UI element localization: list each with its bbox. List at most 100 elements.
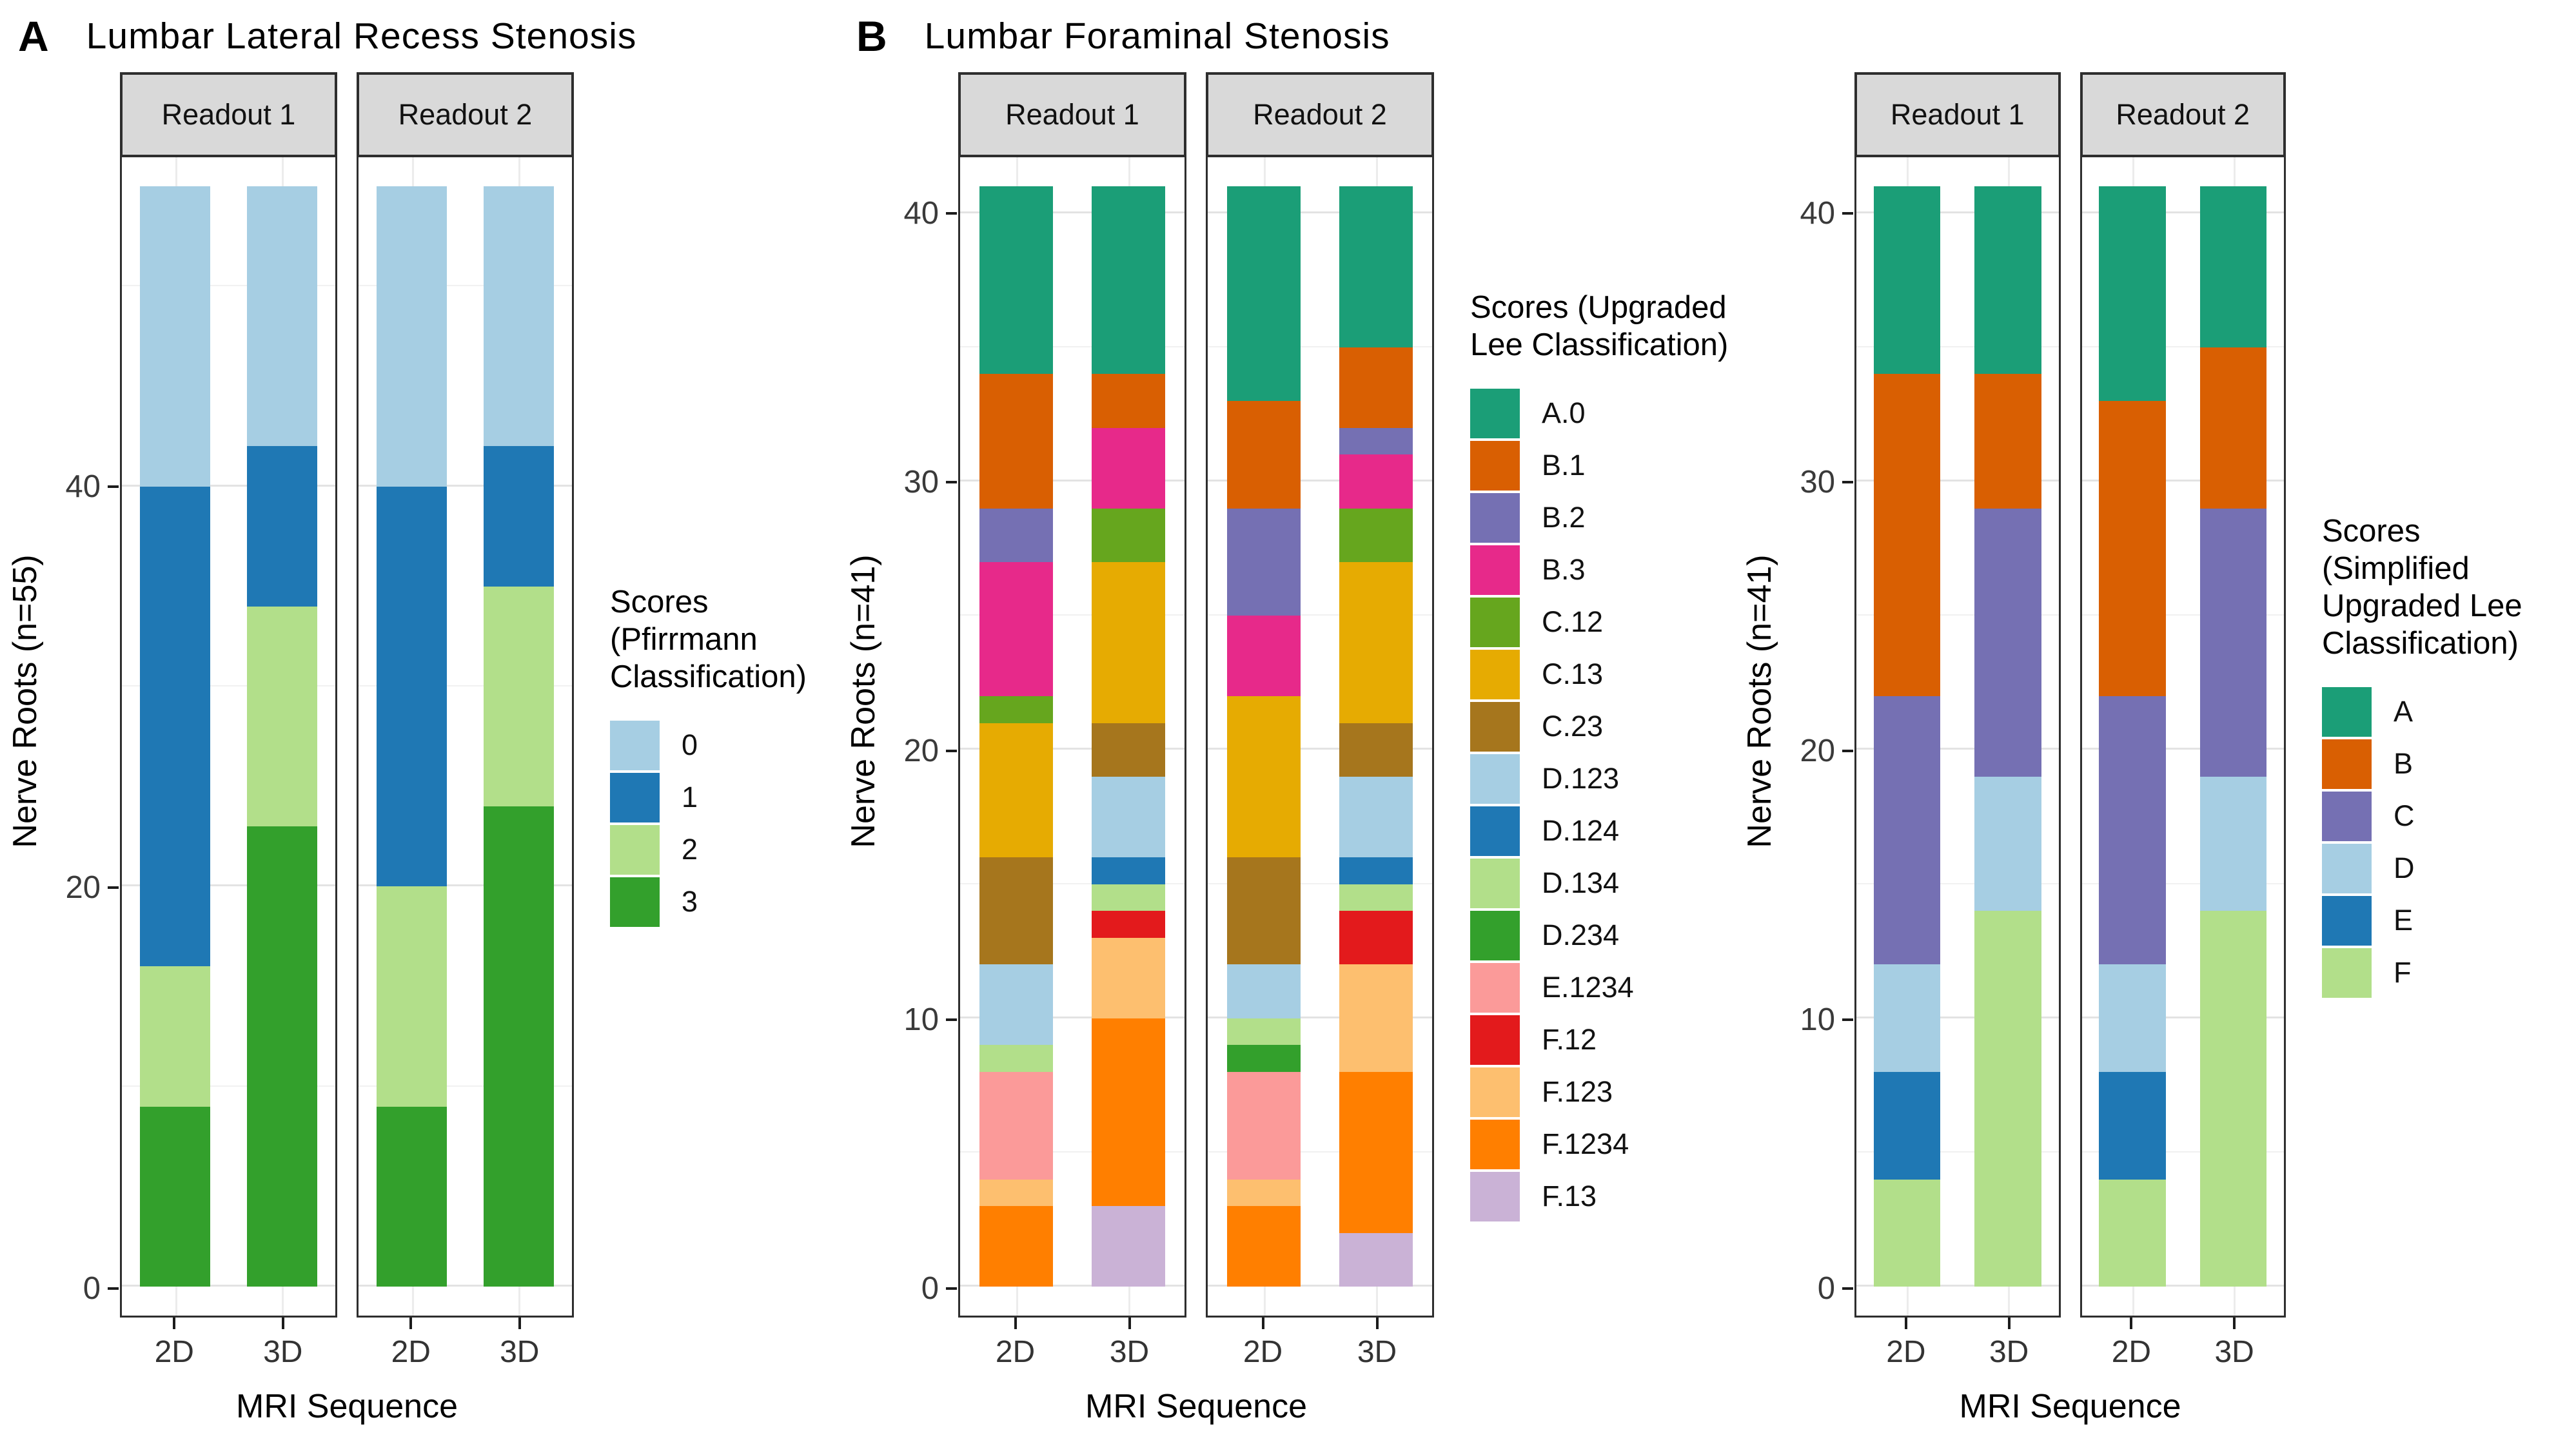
minor-gridline bbox=[359, 685, 572, 686]
bar-segment-0 bbox=[377, 186, 447, 487]
chart-title: Lumbar Foraminal Stenosis bbox=[924, 15, 1390, 57]
legend-key-swatch bbox=[1470, 545, 1520, 595]
x-tick-mark bbox=[2130, 1318, 2133, 1329]
legend-title: Scores (Upgraded Lee Classification) bbox=[1470, 290, 1729, 362]
bar-segment-F bbox=[2099, 1179, 2166, 1287]
bar-segment-C.23 bbox=[979, 857, 1054, 965]
stacked-bar-2d bbox=[2099, 186, 2166, 1287]
bar-segment-C.12 bbox=[1339, 508, 1413, 562]
chart-lateral-recess: A Lumbar Lateral Recess Stenosis Nerve R… bbox=[0, 0, 838, 1440]
bar-segment-F bbox=[2199, 911, 2267, 1287]
major-gridline bbox=[1208, 211, 1432, 213]
x-tick-mark bbox=[281, 1318, 284, 1329]
legend-label: A bbox=[2394, 695, 2414, 728]
facet-strip-label: Readout 1 bbox=[958, 72, 1186, 157]
minor-gridline bbox=[960, 1151, 1185, 1153]
y-tick-label: 20 bbox=[1800, 733, 1835, 768]
bar-segment-B.3 bbox=[1226, 616, 1301, 697]
x-tick-label: 2D bbox=[154, 1335, 194, 1369]
y-tick-mark bbox=[1842, 749, 1853, 752]
major-gridline bbox=[122, 1285, 335, 1287]
stacked-bar-3d bbox=[246, 186, 317, 1287]
major-gridline bbox=[1856, 1285, 2059, 1287]
stacked-bar-2d bbox=[1226, 186, 1301, 1287]
legend-key-swatch bbox=[2322, 948, 2372, 998]
legend-key-swatch bbox=[1470, 806, 1520, 856]
y-tick-mark bbox=[946, 749, 957, 752]
y-tick-label: 0 bbox=[1817, 1271, 1835, 1306]
legend-item-0: 0 bbox=[610, 720, 838, 770]
bar-segment-F.1234 bbox=[1091, 1018, 1166, 1207]
legend-key-swatch bbox=[1470, 649, 1520, 699]
facet-panel bbox=[1206, 157, 1434, 1318]
legend-label: F.1234 bbox=[1542, 1127, 1629, 1161]
y-tick-label: 10 bbox=[1800, 1002, 1835, 1037]
bar-segment-D.123 bbox=[1226, 964, 1301, 1018]
bar-segment-D.123 bbox=[1091, 776, 1166, 857]
facet-readout-1: Readout 1 bbox=[958, 72, 1186, 1318]
bar-segment-D.134 bbox=[1339, 884, 1413, 911]
bar-segment-1 bbox=[246, 446, 317, 607]
bar-segment-F.123 bbox=[1226, 1179, 1301, 1207]
legend-item-B.2: B.2 bbox=[1470, 492, 1735, 543]
legend-label: 1 bbox=[682, 781, 698, 814]
bar-segment-C.13 bbox=[1226, 696, 1301, 857]
legend-key-swatch bbox=[1470, 962, 1520, 1013]
bar-segment-E bbox=[1873, 1071, 1941, 1180]
y-tick-label: 40 bbox=[65, 469, 101, 505]
bar-segment-D.124 bbox=[1091, 857, 1166, 884]
y-axis-title: Nerve Roots (n=55) bbox=[6, 554, 44, 848]
x-tick-label: 3D bbox=[1109, 1335, 1150, 1369]
legend-item-D.134: D.134 bbox=[1470, 858, 1735, 908]
legend-label: D.134 bbox=[1542, 866, 1620, 900]
legend-label: C.13 bbox=[1542, 657, 1604, 691]
bar-segment-F.13 bbox=[1339, 1232, 1413, 1287]
minor-gridline bbox=[122, 685, 335, 686]
major-gridline bbox=[2081, 748, 2284, 750]
bar-segment-A bbox=[2199, 186, 2267, 347]
bar-segment-A.0 bbox=[1226, 186, 1301, 402]
major-gridline bbox=[2081, 479, 2284, 482]
y-tick-label: 10 bbox=[903, 1002, 939, 1037]
bar-segment-B bbox=[1873, 374, 1941, 697]
y-tick-mark bbox=[1842, 480, 1853, 483]
legend-label: B.3 bbox=[1542, 553, 1586, 587]
legend-label: A.0 bbox=[1542, 396, 1586, 430]
bar-segment-3 bbox=[483, 806, 554, 1287]
facet-readout-1: Readout 1 bbox=[120, 72, 337, 1318]
major-gridline bbox=[1856, 1016, 2059, 1018]
x-tick-mark bbox=[1128, 1318, 1131, 1329]
major-gridline bbox=[1208, 1285, 1432, 1287]
y-tick-mark bbox=[946, 480, 957, 483]
y-tick-mark bbox=[108, 1287, 119, 1290]
bar-segment-D bbox=[2199, 776, 2267, 911]
legend-item-D: D bbox=[2322, 843, 2576, 893]
legend-item-E: E bbox=[2322, 895, 2576, 946]
major-gridline bbox=[1208, 748, 1432, 750]
minor-gridline bbox=[122, 285, 335, 287]
bar-segment-3 bbox=[140, 1106, 211, 1287]
x-tick-label: 3D bbox=[2214, 1335, 2254, 1369]
x-tick-label: 3D bbox=[500, 1335, 540, 1369]
bar-segment-B.1 bbox=[1226, 401, 1301, 509]
bar-segment-D.123 bbox=[1339, 776, 1413, 857]
major-gridline bbox=[359, 484, 572, 487]
legend-key-swatch bbox=[1470, 858, 1520, 908]
facet-readout-2: Readout 2 bbox=[357, 72, 574, 1318]
y-tick-label: 0 bbox=[921, 1271, 939, 1306]
x-tick-label: 3D bbox=[263, 1335, 303, 1369]
minor-gridline bbox=[1208, 345, 1432, 347]
bar-segment-A.0 bbox=[979, 186, 1054, 375]
bar-segment-C.23 bbox=[1091, 723, 1166, 777]
bar-segment-A bbox=[1974, 186, 2041, 375]
legend-key-swatch bbox=[2322, 739, 2372, 789]
legend-key-swatch bbox=[1470, 1119, 1520, 1169]
